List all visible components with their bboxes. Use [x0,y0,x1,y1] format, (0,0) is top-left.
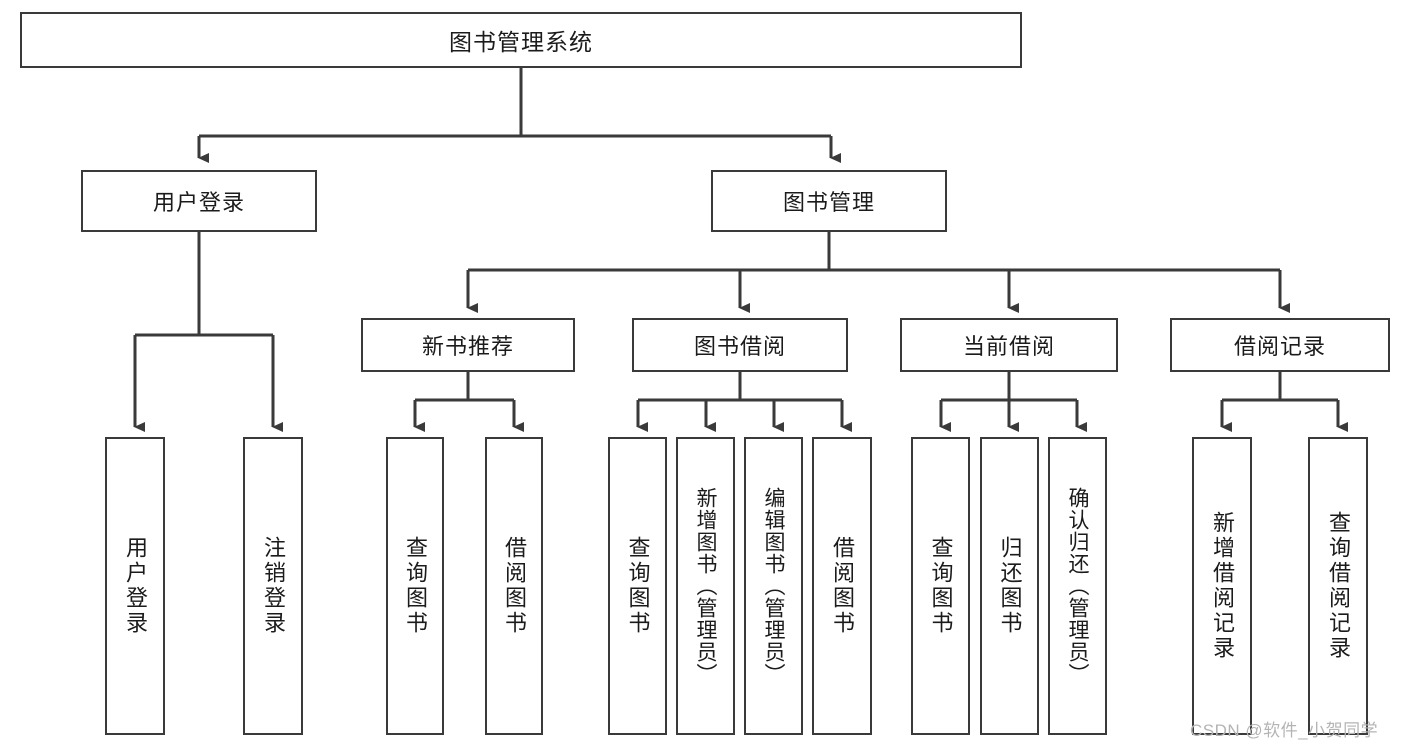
node-book-borrow[interactable]: 图书借阅 [632,318,848,372]
leaf-borrow-add-book-admin[interactable]: 新增图书（管理员） [676,437,735,735]
leaf-borrow-borrow-book[interactable]: 借阅图书 [812,437,872,735]
node-new-book-recommend[interactable]: 新书推荐 [361,318,575,372]
node-root-system[interactable]: 图书管理系统 [20,12,1022,68]
leaf-record-add-record[interactable]: 新增借阅记录 [1192,437,1252,735]
leaf-recommend-borrow-book[interactable]: 借阅图书 [485,437,543,735]
leaf-current-confirm-return-admin[interactable]: 确认归还（管理员） [1048,437,1107,735]
node-borrow-record[interactable]: 借阅记录 [1170,318,1390,372]
leaf-current-return-book[interactable]: 归还图书 [980,437,1039,735]
node-current-borrow[interactable]: 当前借阅 [900,318,1118,372]
leaf-current-query-book[interactable]: 查询图书 [911,437,970,735]
leaf-user-login-signin[interactable]: 用户登录 [105,437,165,735]
leaf-borrow-edit-book-admin[interactable]: 编辑图书（管理员） [744,437,803,735]
leaf-record-query-record[interactable]: 查询借阅记录 [1308,437,1368,735]
csdn-watermark: CSDN @软件_小贺同学 [1190,721,1379,740]
node-user-login[interactable]: 用户登录 [81,170,317,232]
leaf-borrow-query-book[interactable]: 查询图书 [608,437,667,735]
leaf-user-login-signout[interactable]: 注销登录 [243,437,303,735]
node-book-management[interactable]: 图书管理 [711,170,947,232]
leaf-recommend-query-book[interactable]: 查询图书 [386,437,444,735]
